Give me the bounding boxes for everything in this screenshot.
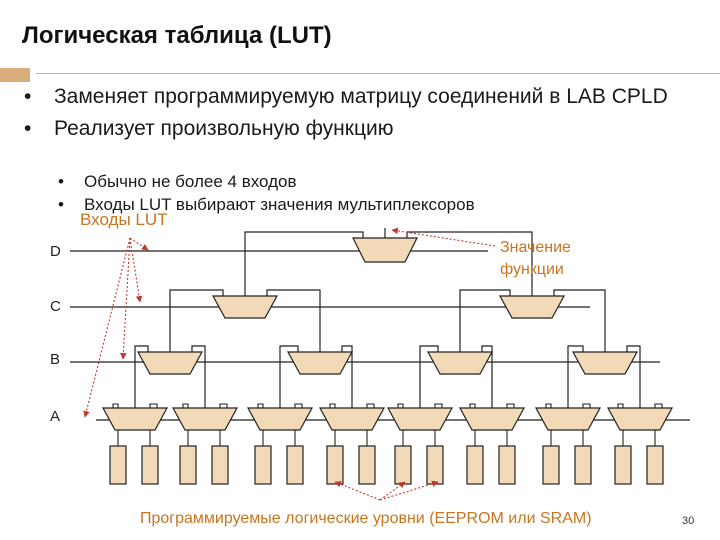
memory-cell [254, 445, 272, 485]
memory-cell [646, 445, 664, 485]
memory-cell-arrow [379, 480, 439, 501]
mux-block [286, 351, 354, 375]
memory-cell [498, 445, 516, 485]
mux-connection [626, 345, 641, 430]
memory-cell [179, 445, 197, 485]
mux-connection [419, 345, 439, 430]
lut-input-arrow [83, 237, 131, 418]
mux-connection [567, 345, 584, 430]
memory-cell-arrow [334, 481, 381, 501]
mux-connection [459, 289, 511, 374]
slide-title: Логическая таблица (LUT) [22, 22, 332, 49]
bullet-dot-icon: • [58, 172, 64, 191]
memory-cell [211, 445, 229, 485]
memory-cell-arrow [379, 481, 406, 501]
mux-block [534, 407, 602, 431]
bullet-dot-icon: • [24, 117, 32, 140]
lut-input-arrow [129, 237, 149, 251]
mux-block [318, 407, 386, 431]
memory-cell [286, 445, 304, 485]
title-accent-block [0, 68, 30, 82]
mux-block [136, 351, 204, 375]
memory-cell [141, 445, 159, 485]
mux-connection [406, 231, 533, 318]
mux-connection [134, 345, 149, 430]
sub-bullet-item: • Обычно не более 4 входов [58, 172, 698, 192]
bullet-item: • Заменяет программируемую матрицу соеди… [24, 86, 704, 108]
memory-cell [394, 445, 412, 485]
mux-connection [191, 345, 206, 430]
sub-bullet-item: • Входы LUT выбирают значения мультиплек… [58, 195, 698, 215]
sub-bullet-list: • Обычно не более 4 входов • Входы LUT в… [58, 172, 698, 218]
memory-cell [426, 445, 444, 485]
bullet-dot-icon: • [24, 85, 32, 108]
sub-bullet-text: Обычно не более 4 входов [84, 172, 297, 191]
sub-bullet-text: Входы LUT выбирают значения мультиплексо… [84, 195, 475, 214]
mux-connection [553, 289, 606, 374]
mux-block [498, 295, 566, 319]
lut-inputs-label: Входы LUT [80, 210, 168, 229]
title-divider [36, 73, 720, 74]
memory-cell [109, 445, 127, 485]
bullet-text: Реализует произвольную функцию [54, 117, 394, 140]
bullet-item: • Реализует произвольную функцию [24, 118, 704, 140]
mux-connection [481, 345, 493, 430]
mux-block [101, 407, 169, 431]
memory-cell [326, 445, 344, 485]
signal-label-c: C [50, 298, 61, 315]
signal-label-a: A [50, 408, 60, 425]
signal-label-b: B [50, 351, 60, 368]
bullet-dot-icon: • [58, 195, 64, 214]
mux-block [606, 407, 674, 431]
mux-connection [244, 231, 364, 318]
mux-block [352, 237, 418, 263]
mux-block [246, 407, 314, 431]
mux-block [458, 407, 526, 431]
memory-cell [466, 445, 484, 485]
memory-cell [358, 445, 376, 485]
bullet-list: • Заменяет программируемую матрицу соеди… [24, 86, 704, 150]
memory-cell [614, 445, 632, 485]
memory-cell [542, 445, 560, 485]
lut-input-arrow [120, 237, 131, 360]
mux-connection [341, 345, 353, 430]
bullet-text: Заменяет программируемую матрицу соедине… [54, 85, 668, 108]
function-value-label: Значение функции [500, 239, 571, 278]
lut-input-arrow [129, 237, 143, 303]
output-arrow [391, 227, 496, 247]
mux-block [386, 407, 454, 431]
page-number: 30 [682, 515, 695, 527]
mux-connection [266, 289, 321, 374]
mux-block [426, 351, 494, 375]
mux-block [571, 351, 639, 375]
memory-cell [574, 445, 592, 485]
mux-block [211, 295, 279, 319]
signal-label-d: D [50, 243, 61, 260]
mux-connection [279, 345, 299, 430]
mux-connection [169, 289, 224, 374]
memory-levels-label: Программируемые логические уровни (EEPRO… [140, 510, 592, 527]
mux-block [171, 407, 239, 431]
